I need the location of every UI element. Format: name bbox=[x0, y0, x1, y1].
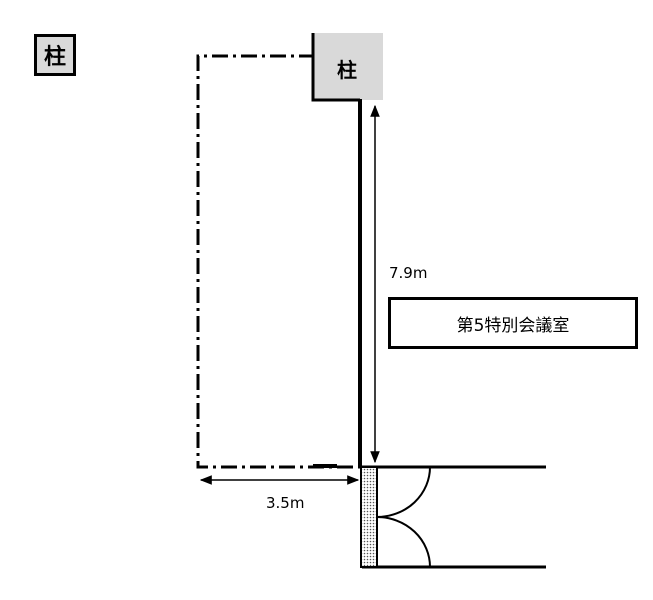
door-frame bbox=[360, 466, 378, 568]
legend-pillar-text: 柱 bbox=[43, 45, 66, 70]
room-name-box: 第5特別会議室 bbox=[388, 297, 638, 349]
door-swing-top bbox=[376, 466, 431, 518]
pillar-label: 柱 bbox=[337, 58, 357, 82]
room-name-text: 第5特別会議室 bbox=[456, 315, 570, 336]
dash-dot-path bbox=[196, 54, 360, 469]
legend-pillar-box: 柱 bbox=[34, 34, 76, 76]
horizontal-dimension-label: 3.5m bbox=[266, 494, 305, 512]
vertical-dimension-label: 7.9m bbox=[389, 264, 428, 282]
pillar bbox=[313, 33, 383, 100]
door-swing-bottom bbox=[376, 516, 431, 568]
pillar-border bbox=[311, 33, 360, 102]
